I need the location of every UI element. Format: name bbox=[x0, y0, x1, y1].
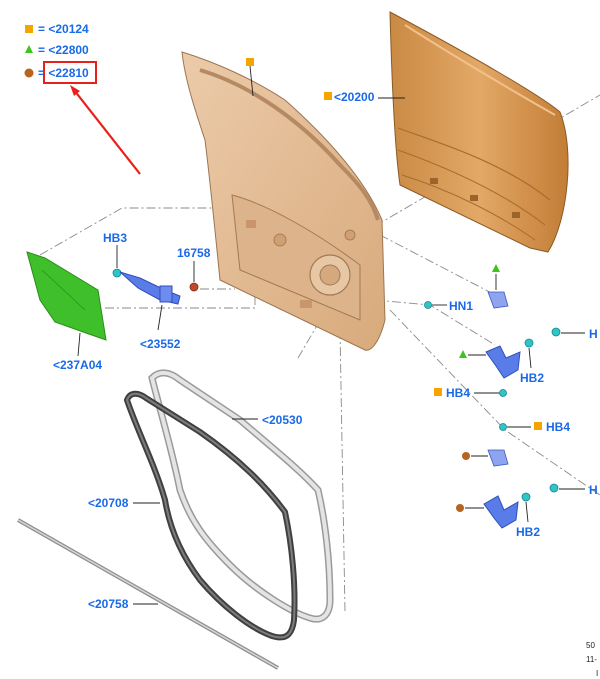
circle-marker-icon bbox=[462, 452, 470, 460]
label-hb4-upper: HB4 bbox=[446, 386, 470, 400]
label-20530: <20530 bbox=[262, 413, 303, 427]
bolt-icon bbox=[521, 492, 531, 502]
label-h-upper: H bbox=[589, 327, 598, 341]
grommet-icon bbox=[189, 282, 199, 292]
legend-square-icon bbox=[25, 25, 33, 33]
bolt-icon bbox=[499, 423, 507, 431]
label-237a04: <237A04 bbox=[53, 358, 102, 372]
seal-20530: <20530 bbox=[148, 369, 334, 623]
highlight-arrow bbox=[73, 89, 141, 175]
ref-line-2: 11- bbox=[586, 655, 597, 664]
legend-22810: = <22810 bbox=[38, 66, 89, 80]
label-hb2-upper: HB2 bbox=[520, 371, 544, 385]
green-pad: <237A04 bbox=[26, 251, 107, 372]
label-20708: <20708 bbox=[88, 496, 129, 510]
label-hb4-lower: HB4 bbox=[546, 420, 570, 434]
legend-circle-icon bbox=[24, 68, 34, 78]
label-20200: <20200 bbox=[334, 90, 375, 104]
square-marker-icon bbox=[534, 422, 542, 430]
ref-line-1: 50 bbox=[586, 641, 595, 650]
highlight-box bbox=[43, 61, 97, 84]
check-strap: HB3 <23552 16758 bbox=[103, 231, 211, 351]
outer-door-panel bbox=[389, 11, 569, 253]
bolt-icon bbox=[524, 338, 534, 348]
circle-marker-icon bbox=[456, 504, 464, 512]
triangle-marker-icon bbox=[492, 264, 500, 272]
hinge-hardware: HN1 H HB2 HB4 HB4 H HB2 bbox=[424, 264, 598, 539]
label-16758: 16758 bbox=[177, 246, 211, 260]
bolt-icon bbox=[112, 268, 122, 278]
inner-frame-marker bbox=[246, 58, 254, 97]
square-marker-icon bbox=[324, 92, 332, 100]
callout-20200: <20200 bbox=[324, 90, 405, 104]
label-hb3: HB3 bbox=[103, 231, 127, 245]
legend: = <20124 = <22800 = <22810 bbox=[24, 22, 141, 175]
reference-code: 50 11- I bbox=[586, 641, 598, 678]
ref-line-3: I bbox=[596, 669, 598, 678]
legend-20124: = <20124 bbox=[38, 22, 89, 36]
legend-22800: = <22800 bbox=[38, 43, 89, 57]
square-marker-icon bbox=[434, 388, 442, 396]
label-hb2-lower: HB2 bbox=[516, 525, 540, 539]
square-marker-icon bbox=[246, 58, 254, 66]
seal-20708: <20708 bbox=[88, 390, 298, 641]
seal-20758: <20758 bbox=[17, 518, 279, 670]
legend-triangle-icon bbox=[25, 45, 33, 53]
label-20758: <20758 bbox=[88, 597, 129, 611]
label-h-lower: H bbox=[589, 483, 598, 497]
label-hn1: HN1 bbox=[449, 299, 473, 313]
nut-icon bbox=[424, 301, 432, 309]
bolt-icon bbox=[499, 389, 507, 397]
highlight-arrowhead bbox=[70, 85, 80, 96]
bolt-icon bbox=[549, 483, 559, 493]
label-23552: <23552 bbox=[140, 337, 181, 351]
triangle-marker-icon bbox=[459, 350, 467, 358]
inner-door-frame bbox=[181, 51, 386, 351]
bolt-icon bbox=[551, 327, 561, 337]
